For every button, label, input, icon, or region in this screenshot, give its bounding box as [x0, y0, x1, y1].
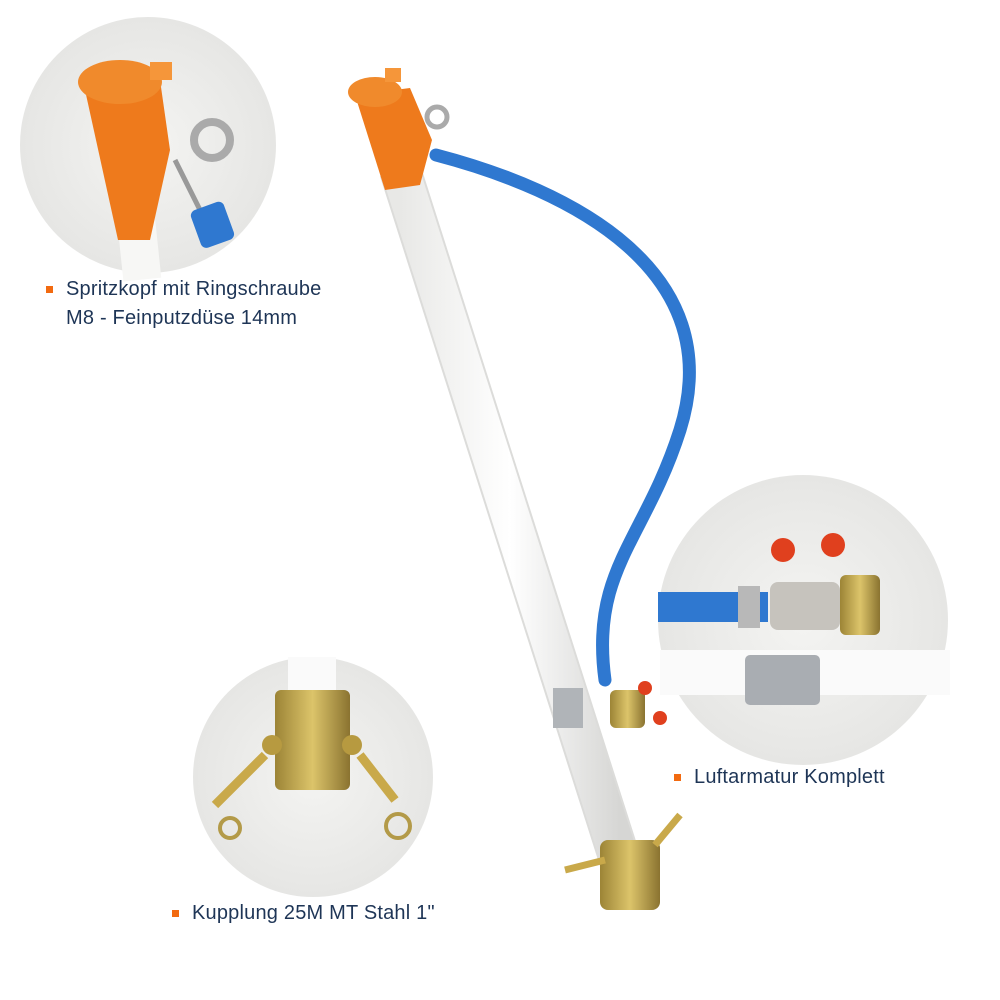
bullet-icon — [172, 910, 179, 917]
caption-spray-head-line1: Spritzkopf mit Ringschraube — [66, 278, 322, 300]
detail-circle-coupling — [193, 657, 433, 897]
detail-circle-air-fitting — [658, 475, 950, 765]
caption-air-fitting: Luftarmatur Komplett — [694, 766, 885, 788]
caption-spray-head-line2: M8 - Feinputzdüse 14mm — [66, 307, 298, 329]
detail-circle-spray-head — [20, 17, 276, 282]
bullet-icon — [674, 774, 681, 781]
caption-spray-head: Spritzkopf mit Ringschraube M8 - Feinput… — [66, 275, 322, 333]
caption-coupling: Kupplung 25M MT Stahl 1" — [192, 902, 435, 924]
bullet-icon — [46, 286, 53, 293]
main-product-spray-gun — [348, 68, 696, 910]
